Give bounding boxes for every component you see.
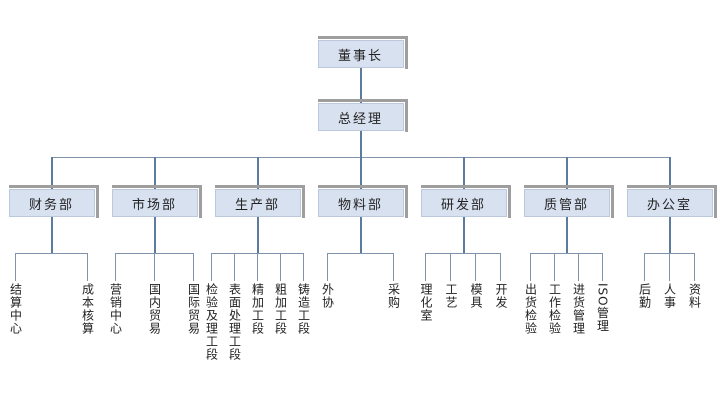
dept-label: 研发部 — [440, 197, 486, 213]
leaf-node[interactable]: 表面处理工段 — [223, 253, 246, 361]
connector-dept-branch — [256, 217, 259, 253]
leaf-node[interactable]: 营销中心 — [96, 253, 135, 335]
leaf-label: 后勤 — [637, 283, 652, 309]
connector-dept-branch — [462, 217, 465, 253]
connector-chairman-manager — [359, 68, 362, 103]
trunk-section: 董事长 总经理 — [0, 36, 721, 157]
leaf-row: 后勤人事资料 — [632, 253, 707, 309]
leaf-node[interactable]: 粗加工段 — [269, 253, 292, 361]
leaf-label: 检验及理工段 — [204, 283, 219, 361]
departments-row: 财务部结算中心成本核算市场部营销中心国内贸易国际贸易生产部检验及理工段表面处理工… — [0, 157, 721, 361]
dept-group: 研发部理化室工艺模具开发 — [412, 157, 515, 322]
dept-label: 市场部 — [131, 197, 177, 213]
dept-node[interactable]: 物料部 — [317, 185, 408, 218]
leaf-row: 理化室工艺模具开发 — [414, 253, 514, 322]
connector-dept-branch — [153, 217, 156, 253]
dept-group: 市场部营销中心 国内贸易 国际贸易 — [103, 157, 206, 335]
leaf-node[interactable]: 成本核算 — [51, 253, 124, 335]
chairman-label: 董事长 — [337, 48, 383, 64]
leaf-label: 资料 — [687, 283, 702, 309]
dept-node[interactable]: 生产部 — [214, 185, 305, 218]
connector-dept-branch — [565, 217, 568, 253]
leaf-label: 国际贸易 — [186, 283, 201, 335]
leaf-label: 营销中心 — [108, 283, 123, 335]
leaf-label: 工艺 — [444, 283, 458, 309]
leaf-node[interactable]: 模具 — [463, 253, 489, 322]
leaf-label: 理化室 — [419, 283, 433, 322]
leaf-label: 结算中心 — [8, 283, 23, 335]
leaf-node[interactable]: 外协 — [295, 253, 361, 309]
leaf-node[interactable]: 国际贸易 — [174, 253, 213, 335]
general-manager-label: 总经理 — [337, 111, 383, 127]
leaf-node[interactable]: 国内贸易 — [135, 253, 174, 335]
leaf-node[interactable]: 工作检验 — [542, 253, 567, 335]
leaf-label: ISO管理 — [595, 283, 610, 333]
dept-node[interactable]: 市场部 — [111, 185, 202, 218]
leaf-node[interactable]: 理化室 — [414, 253, 439, 322]
leaf-node[interactable]: 出货检验 — [519, 253, 543, 335]
leaf-label: 国内贸易 — [147, 283, 162, 335]
leaf-node[interactable]: 精加工段 — [246, 253, 269, 361]
leaf-row: 营销中心 国内贸易 国际贸易 — [96, 253, 213, 335]
dept-group: 生产部检验及理工段表面处理工段精加工段粗加工段铸造工段 — [205, 157, 311, 361]
general-manager-node[interactable]: 总经理 — [317, 99, 408, 132]
dept-node[interactable]: 质管部 — [523, 185, 614, 218]
leaf-node[interactable]: 资料 — [682, 253, 707, 309]
leaf-label: 模具 — [469, 283, 483, 309]
leaf-node[interactable]: 工艺 — [438, 253, 464, 322]
leaf-label: 铸造工段 — [296, 283, 311, 335]
dept-node[interactable]: 研发部 — [420, 185, 511, 218]
chairman-node[interactable]: 董事长 — [317, 36, 408, 69]
connector-dept-branch — [50, 217, 53, 253]
leaf-label: 精加工段 — [250, 283, 265, 335]
connector-dept-branch — [668, 217, 671, 253]
leaf-node[interactable]: 采购 — [360, 253, 427, 309]
dept-node[interactable]: 财务部 — [8, 185, 99, 218]
leaf-label: 人事 — [662, 283, 677, 309]
leaf-row: 外协 采购 — [295, 253, 427, 309]
leaf-node[interactable]: 开发 — [488, 253, 514, 322]
dept-group: 物料部外协 采购 — [309, 157, 412, 309]
dept-group: 质管部出货检验工作检验进货管理 ISO管理 — [515, 157, 618, 335]
dept-group: 办公室后勤人事资料 — [618, 157, 721, 309]
leaf-row: 检验及理工段表面处理工段精加工段粗加工段铸造工段 — [200, 253, 315, 361]
leaf-label: 粗加工段 — [273, 283, 288, 335]
leaf-label: 采购 — [386, 283, 401, 309]
dept-label: 物料部 — [337, 197, 383, 213]
leaf-node[interactable]: 结算中心 — [0, 253, 52, 335]
leaf-node[interactable]: 人事 — [657, 253, 682, 309]
leaf-label: 表面处理工段 — [227, 283, 242, 361]
leaf-label: 成本核算 — [80, 283, 95, 335]
leaf-label: 开发 — [494, 283, 508, 309]
dept-label: 办公室 — [646, 197, 692, 213]
leaf-label: 工作检验 — [547, 283, 562, 335]
leaf-node[interactable]: 铸造工段 — [292, 253, 315, 361]
leaf-node[interactable]: 检验及理工段 — [200, 253, 223, 361]
dept-label: 生产部 — [234, 197, 280, 213]
leaf-row: 出货检验工作检验进货管理 ISO管理 — [519, 253, 615, 335]
leaf-label: 出货检验 — [523, 283, 538, 335]
connector-dept-branch — [359, 217, 362, 253]
leaf-label: 进货管理 — [571, 283, 586, 335]
leaf-row: 结算中心 成本核算 — [0, 253, 124, 335]
dept-node[interactable]: 办公室 — [626, 185, 717, 218]
dept-label: 质管部 — [543, 197, 589, 213]
connector-manager-rail — [359, 131, 362, 157]
leaf-node[interactable]: 后勤 — [632, 253, 657, 309]
leaf-node[interactable]: ISO管理 — [590, 253, 615, 335]
leaf-node[interactable]: 进货管理 — [566, 253, 591, 335]
leaf-label: 外协 — [320, 283, 335, 309]
dept-group: 财务部结算中心 成本核算 — [0, 157, 103, 335]
dept-label: 财务部 — [28, 197, 74, 213]
